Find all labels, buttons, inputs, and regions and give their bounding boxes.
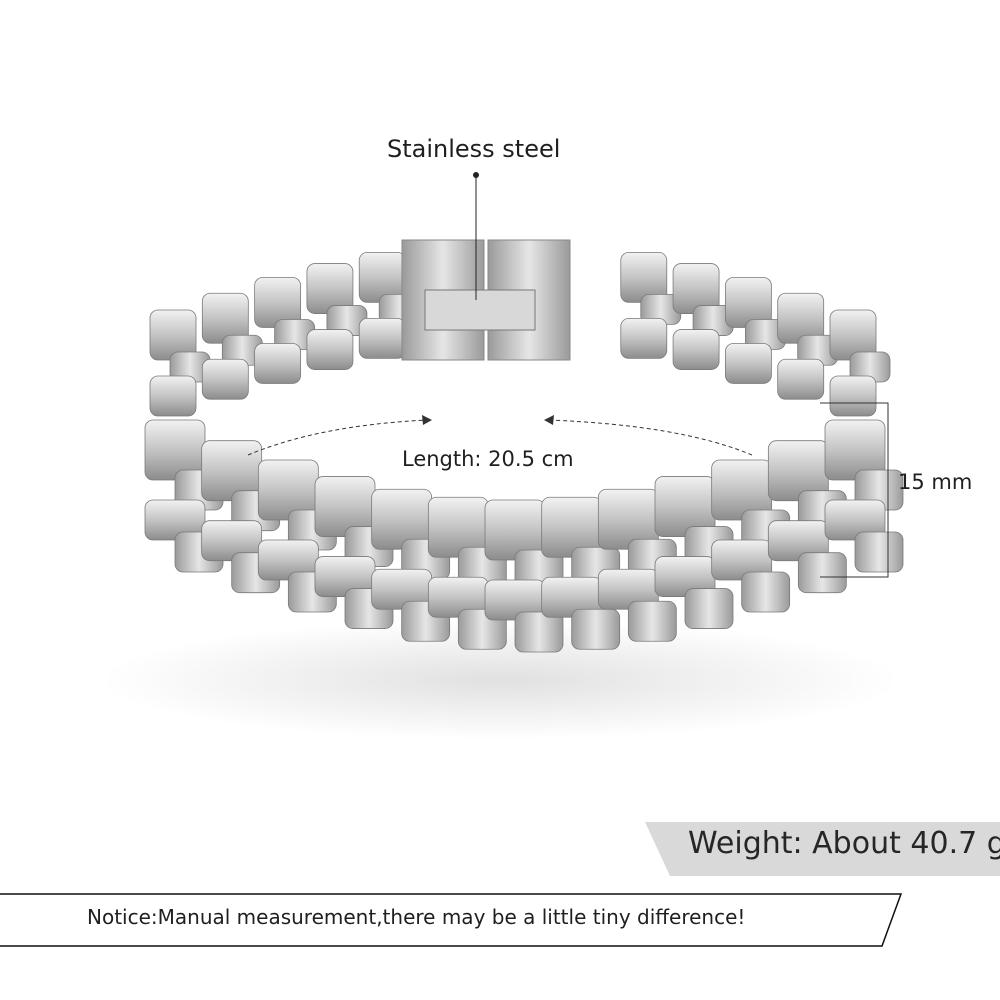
- material-pointer-dot: [473, 172, 479, 178]
- length-arrow-right: [547, 419, 753, 456]
- width-bracket: [820, 402, 889, 578]
- back-link: [829, 375, 877, 417]
- weight-banner: [645, 822, 1000, 876]
- front-link: [797, 552, 847, 594]
- back-link: [620, 317, 668, 359]
- front-link: [514, 611, 564, 653]
- width-label: 15 mm: [898, 470, 973, 494]
- notice-text: Notice:Manual measurement,there may be a…: [87, 905, 746, 929]
- front-link: [854, 531, 904, 573]
- bracelet-shadow: [100, 620, 900, 740]
- front-link: [571, 608, 621, 650]
- length-arrowhead-right: [544, 415, 554, 425]
- back-link: [777, 358, 825, 400]
- back-link: [254, 343, 302, 384]
- front-link: [627, 600, 677, 642]
- front-link: [684, 588, 734, 629]
- clasp-latch: [424, 289, 536, 331]
- back-link: [306, 329, 354, 370]
- back-link: [672, 329, 720, 370]
- length-label: Length: 20.5 cm: [402, 447, 574, 471]
- back-link: [149, 375, 197, 417]
- notice-frame: [0, 893, 903, 947]
- material-label: Stainless steel: [387, 135, 561, 163]
- back-link: [358, 317, 406, 359]
- back-link: [724, 343, 772, 384]
- bracelet-back-links: [149, 251, 891, 417]
- weight-label: Weight: About 40.7 g: [688, 826, 1000, 861]
- bracelet-front-links: [144, 419, 904, 653]
- back-link: [201, 358, 249, 400]
- length-arrowhead-left: [422, 415, 432, 425]
- front-link: [741, 571, 791, 613]
- length-arrow-left: [247, 419, 429, 456]
- bracelet-clasp: [401, 239, 571, 361]
